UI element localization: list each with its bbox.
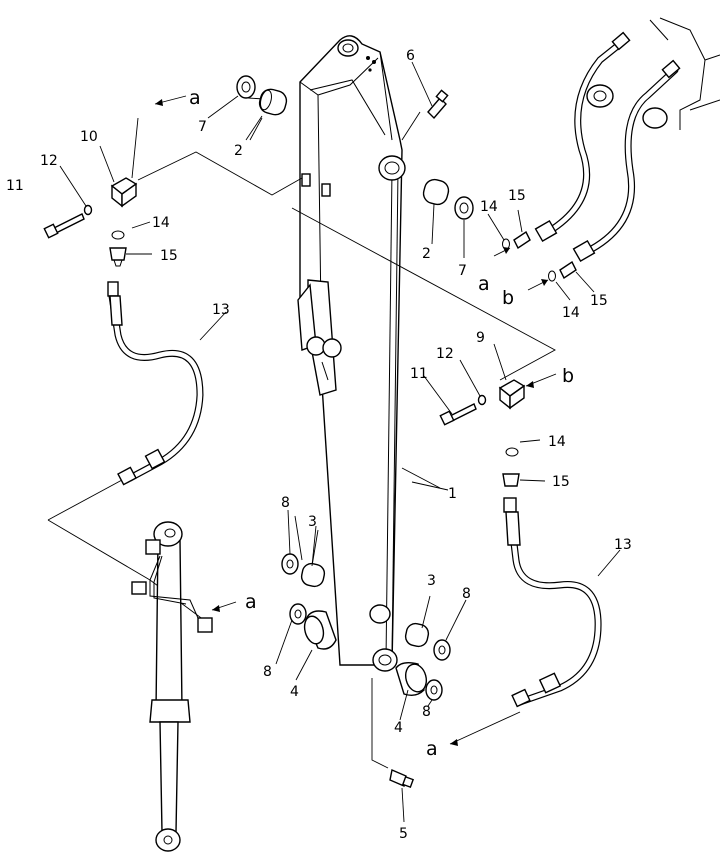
- callout-11: 11: [6, 178, 24, 194]
- washer-12-right: [477, 394, 487, 406]
- callout-5: 5: [399, 826, 408, 842]
- callout-8: 8: [263, 664, 272, 680]
- callout-8: 8: [281, 495, 290, 511]
- elbow-15-left: [109, 247, 127, 267]
- callout-8: 8: [422, 704, 431, 720]
- connection-mark-a: a: [426, 738, 438, 760]
- bracket-10: [110, 177, 138, 208]
- oring-14-b: [548, 270, 556, 282]
- washer-8-d: [425, 679, 443, 701]
- callout-labels: 1 2 2 3 3 4 4 5 6 7 7 8 8 8 8 9 10 11 11…: [6, 48, 632, 842]
- hydraulic-cylinder: [131, 521, 213, 852]
- grease-fitting-5: [389, 769, 415, 789]
- callout-14: 14: [562, 305, 580, 321]
- hose-right: [503, 497, 602, 708]
- elbow-15-mid: [513, 230, 531, 250]
- upper-right-hoses: [534, 17, 720, 263]
- callout-7: 7: [458, 263, 467, 279]
- connection-mark-a: a: [245, 591, 257, 613]
- connection-mark-b: b: [562, 365, 574, 387]
- callout-15: 15: [552, 474, 570, 490]
- callout-13: 13: [212, 302, 230, 318]
- callout-15: 15: [508, 188, 526, 204]
- callout-12: 12: [40, 153, 58, 169]
- callout-8: 8: [462, 586, 471, 602]
- washer-7-left: [236, 75, 256, 99]
- bolt-11-right: [439, 403, 477, 426]
- connection-labels: a a a a b b: [189, 87, 574, 760]
- callout-14: 14: [480, 199, 498, 215]
- bolt-11-left: [43, 213, 85, 239]
- bushing-2-right: [422, 178, 450, 206]
- callout-3: 3: [427, 573, 436, 589]
- callout-4: 4: [394, 720, 403, 736]
- callout-14: 14: [152, 215, 170, 231]
- callout-3: 3: [308, 514, 317, 530]
- elbow-15-b: [559, 260, 577, 280]
- oring-14-left: [111, 230, 125, 240]
- callout-2: 2: [234, 143, 243, 159]
- hose-left: [107, 281, 204, 486]
- bracket-9: [498, 379, 526, 410]
- connection-mark-a: a: [189, 87, 201, 109]
- washer-8-a: [281, 553, 299, 575]
- boom-arm: [297, 35, 406, 672]
- elbow-15-right: [502, 473, 520, 487]
- connection-mark-b: b: [502, 287, 514, 309]
- washer-7-right: [454, 196, 474, 220]
- callout-7: 7: [198, 119, 207, 135]
- washer-8-c: [433, 639, 451, 661]
- connection-mark-a: a: [478, 273, 490, 295]
- bushing-3-b: [404, 622, 430, 648]
- callout-4: 4: [290, 684, 299, 700]
- pin-4-a: [303, 610, 337, 650]
- pin-4-b: [395, 661, 428, 697]
- bushing-2-left: [258, 88, 288, 116]
- callout-1: 1: [448, 486, 457, 502]
- callout-6: 6: [406, 48, 415, 64]
- callout-9: 9: [476, 330, 485, 346]
- callout-15: 15: [590, 293, 608, 309]
- grease-fitting-6: [427, 89, 449, 120]
- callout-15: 15: [160, 248, 178, 264]
- callout-14: 14: [548, 434, 566, 450]
- washer-12-left: [83, 204, 93, 216]
- callout-2: 2: [422, 246, 431, 262]
- callout-12: 12: [436, 346, 454, 362]
- callout-13: 13: [614, 537, 632, 553]
- washer-8-b: [289, 603, 307, 625]
- bushing-3-a: [300, 562, 326, 588]
- callout-10: 10: [80, 129, 98, 145]
- oring-14-right: [505, 447, 519, 457]
- connection-arrows: [154, 95, 557, 746]
- callout-leaders: [59, 61, 621, 823]
- callout-11: 11: [410, 366, 428, 382]
